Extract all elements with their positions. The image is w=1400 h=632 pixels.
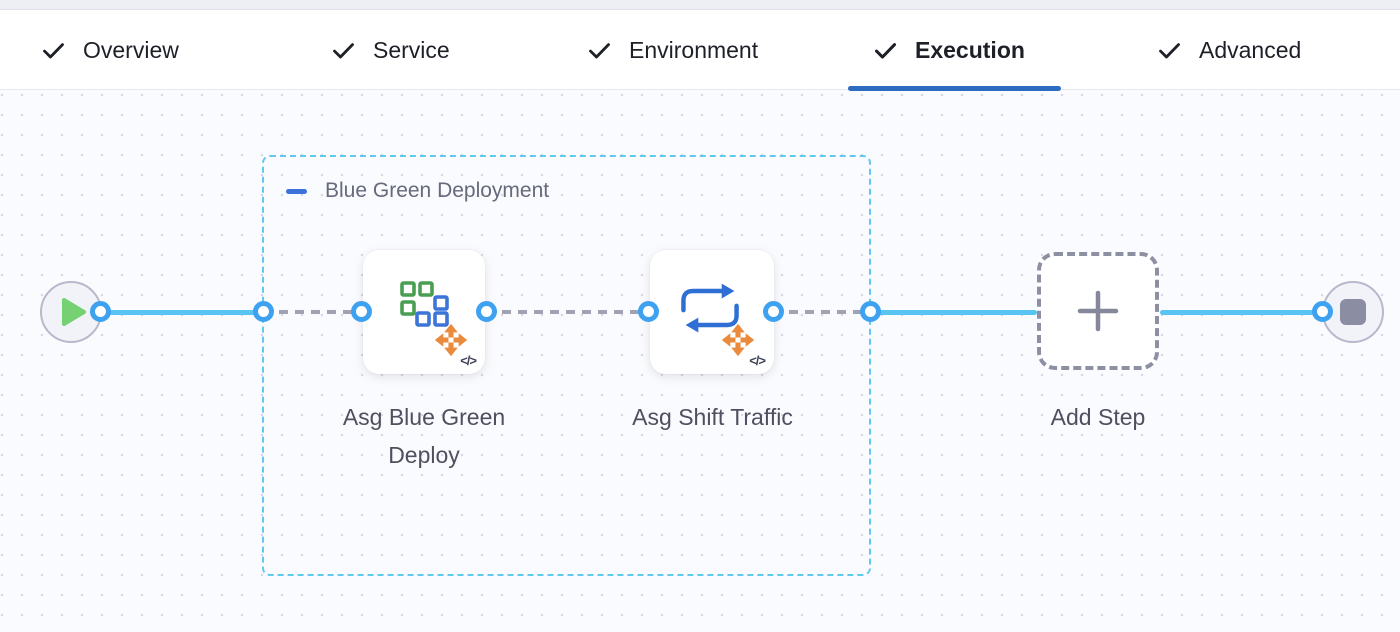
port-step1-in[interactable] xyxy=(351,301,372,322)
asg-blue-green-deploy-icon xyxy=(400,281,450,334)
check-icon xyxy=(330,37,357,64)
port-group-in[interactable] xyxy=(253,301,274,322)
tab-environment[interactable]: Environment xyxy=(586,10,758,90)
pipeline-canvas[interactable]: Blue Green Deployment xyxy=(0,90,1400,632)
step-label-asg-blue-green-deploy: Asg Blue Green Deploy xyxy=(342,404,506,468)
step-label-asg-shift-traffic: Asg Shift Traffic xyxy=(632,404,793,430)
connector-addstep-to-end xyxy=(1160,309,1322,315)
tab-advanced[interactable]: Advanced xyxy=(1156,10,1301,90)
port-step2-out[interactable] xyxy=(763,301,784,322)
add-step-label: Add Step xyxy=(1050,404,1146,430)
tab-label: Overview xyxy=(83,36,179,63)
move-icon xyxy=(434,323,468,362)
check-icon xyxy=(40,37,67,64)
end-node[interactable] xyxy=(1322,281,1384,343)
connector-start-to-group xyxy=(100,309,263,315)
code-icon: </> xyxy=(749,353,766,368)
port-group-out[interactable] xyxy=(860,301,881,322)
port-end-in[interactable] xyxy=(1312,301,1333,322)
port-step2-in[interactable] xyxy=(638,301,659,322)
tab-label: Advanced xyxy=(1199,36,1302,63)
move-icon xyxy=(721,323,755,362)
connector-group-to-step1 xyxy=(263,310,361,314)
tab-service[interactable]: Service xyxy=(330,10,450,90)
group-header: Blue Green Deployment xyxy=(286,179,549,203)
connector-group-to-addstep xyxy=(870,309,1037,315)
port-step1-out[interactable] xyxy=(476,301,497,322)
tab-label: Execution xyxy=(915,36,1025,63)
minus-icon[interactable] xyxy=(286,188,307,194)
step-card-asg-shift-traffic[interactable]: </> xyxy=(650,250,774,374)
asg-shift-traffic-icon xyxy=(676,282,744,339)
group-title: Blue Green Deployment xyxy=(325,179,550,202)
check-icon xyxy=(872,37,899,64)
tab-overview[interactable]: Overview xyxy=(40,10,179,90)
connector-step2-to-group-edge xyxy=(773,310,870,314)
play-icon xyxy=(62,298,86,326)
code-icon: </> xyxy=(460,353,477,368)
port-start-out[interactable] xyxy=(90,301,111,322)
step-card-asg-blue-green-deploy[interactable]: </> xyxy=(363,250,485,374)
tab-label: Service xyxy=(373,36,450,63)
check-icon xyxy=(1156,37,1183,64)
step-group-blue-green-deployment[interactable]: Blue Green Deployment xyxy=(262,155,871,576)
check-icon xyxy=(586,37,613,64)
window-top-strip xyxy=(0,0,1400,10)
connector-step1-to-step2 xyxy=(486,310,648,314)
plus-icon xyxy=(1075,288,1121,334)
tab-label: Environment xyxy=(629,36,759,63)
tab-execution[interactable]: Execution xyxy=(848,10,1061,91)
stage-tabbar: Overview Service Environment Execution A… xyxy=(0,10,1400,91)
stop-icon xyxy=(1340,299,1366,325)
add-step-button[interactable] xyxy=(1037,252,1159,370)
